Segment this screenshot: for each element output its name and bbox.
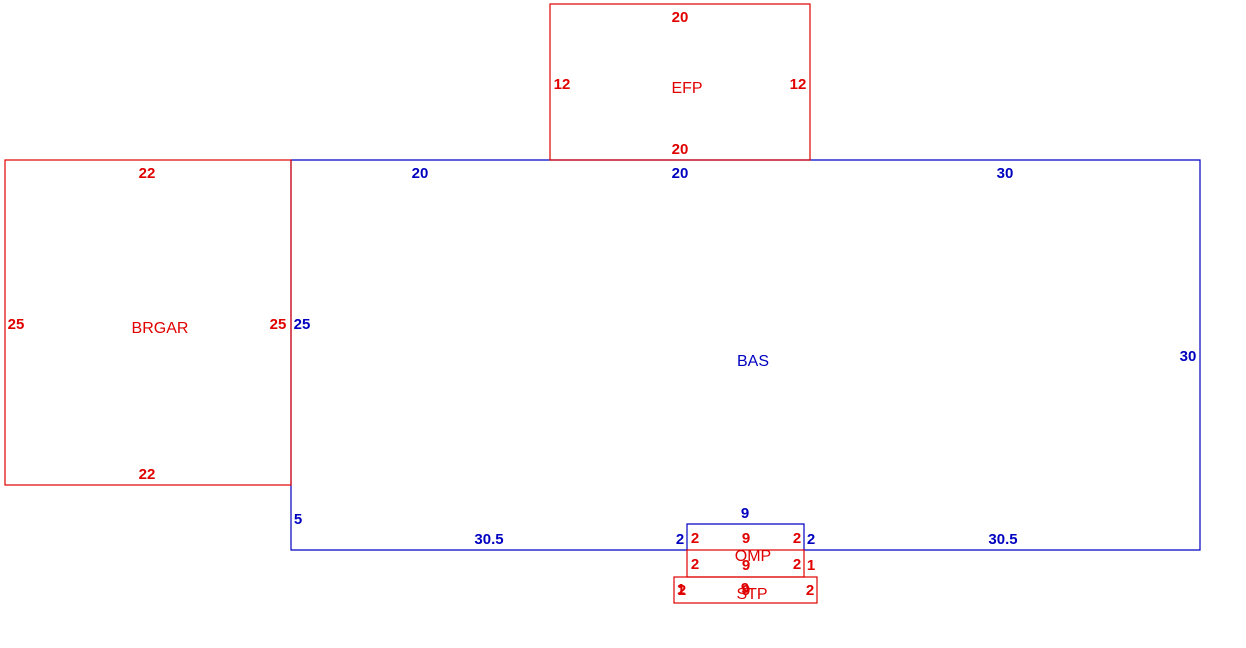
bas-dim-left: 25 bbox=[294, 316, 311, 333]
bas-dim-bottom-left: 30.5 bbox=[474, 531, 503, 548]
bas-dim-right: 30 bbox=[1180, 348, 1197, 365]
efp-dim-right: 12 bbox=[790, 76, 807, 93]
bas-dim-top-right: 30 bbox=[997, 165, 1014, 182]
brgar-area-label: BRGAR bbox=[132, 320, 189, 337]
stp-dim-left-a: 1 bbox=[677, 581, 685, 598]
efp-dim-bottom: 20 bbox=[672, 141, 689, 158]
stp-dim-left-b: 2 bbox=[678, 582, 686, 599]
efp-dim-left: 12 bbox=[554, 76, 571, 93]
omp-dim-left-lower: 2 bbox=[691, 556, 699, 573]
brgar-dim-left: 25 bbox=[8, 316, 25, 333]
stp-dim-top: 9 bbox=[741, 580, 749, 597]
bas-dim-bottom-right: 30.5 bbox=[988, 531, 1017, 548]
bas-dim-top-left: 20 bbox=[412, 165, 429, 182]
omp-dim-top: 9 bbox=[742, 530, 750, 547]
bas-dim-left-lower: 5 bbox=[294, 511, 302, 528]
brgar-dim-top: 22 bbox=[139, 165, 156, 182]
bas-dim-notch-right: 2 bbox=[807, 531, 815, 548]
stp-outline bbox=[673, 576, 818, 604]
bas-dim-notch-top: 9 bbox=[741, 505, 749, 522]
omp-dim-bottom: 9 bbox=[742, 557, 750, 574]
brgar-dim-bottom: 22 bbox=[139, 466, 156, 483]
bas-dim-notch-left: 2 bbox=[676, 531, 684, 548]
bas-outline bbox=[290, 159, 1201, 551]
bas-area-label: BAS bbox=[737, 353, 769, 370]
stp-area-label: STP bbox=[736, 586, 767, 603]
omp-area-label: OMP bbox=[735, 548, 771, 565]
bas-dim-top-mid: 20 bbox=[672, 165, 689, 182]
omp-dim-left-upper: 2 bbox=[691, 530, 699, 547]
stp-dim-bottom: 9 bbox=[742, 582, 750, 599]
stp-dim-right: 2 bbox=[806, 582, 814, 599]
brgar-dim-right: 25 bbox=[270, 316, 287, 333]
efp-area-label: EFP bbox=[671, 80, 702, 97]
efp-dim-top: 20 bbox=[672, 9, 689, 26]
omp-dim-right-side: 1 bbox=[807, 557, 815, 574]
efp-outline bbox=[549, 3, 811, 161]
omp-dim-right-upper: 2 bbox=[793, 530, 801, 547]
brgar-outline bbox=[4, 159, 292, 486]
omp-dim-right-lower: 2 bbox=[793, 556, 801, 573]
